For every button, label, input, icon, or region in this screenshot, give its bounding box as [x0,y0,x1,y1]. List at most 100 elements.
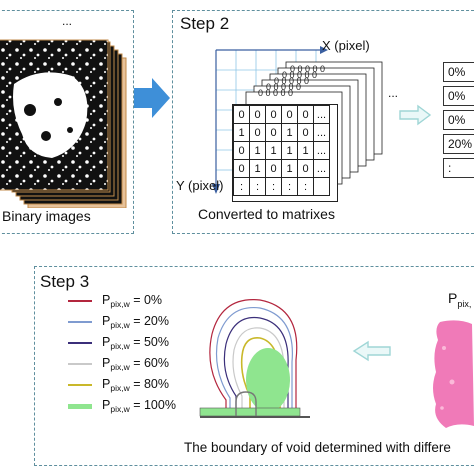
pink-probability-map [433,320,474,428]
matrix-cell: 0 [297,105,314,124]
matrix-row: ::::: [233,177,330,196]
matrix-cell: : [233,177,250,196]
legend-label-value: = 80% [129,377,169,391]
matrix-cell: : [281,177,298,196]
back-layer-digits: 0 0 0 0 0 0 0 0 0 0 0 0 0 0 0 0 0 0 0 0 … [258,64,325,98]
percent-cell: 0% [443,62,474,82]
matrix-cell: 0 [249,105,266,124]
matrix-cell: 1 [233,123,250,142]
matrix-cell: 0 [233,105,250,124]
legend-label-main: P [102,356,111,370]
base-strip [199,407,301,417]
legend-label-sub: pix,w [110,299,130,309]
right-p-main: P [448,290,458,306]
legend-label-value: = 20% [129,314,169,328]
image-stack-layers [0,39,127,208]
matrix-cell: 1 [249,141,266,160]
legend-label: Ppix,w = 0% [102,293,162,309]
contour-60 [232,327,285,416]
legend-label: Ppix,w = 80% [102,377,169,393]
legend-item: Ppix,w = 50% [68,334,169,352]
matrix-cell: 0 [265,123,282,142]
matrix-cell: ... [313,141,330,160]
matrix-cell: 0 [233,159,250,178]
binary-images-stack [0,39,127,208]
hook-outline [235,391,257,416]
matrix-cell: 0 [249,123,266,142]
outline-arrow-icon [399,104,432,126]
legend-label-value: = 0% [129,293,163,307]
contour-0 [209,299,298,416]
percent-cell: 20% [443,134,474,154]
legend-label-main: P [102,398,111,412]
legend-swatch [68,403,92,409]
matrix-cell: 0 [233,141,250,160]
step3-caption: The boundary of void determined with dif… [184,440,451,455]
percent-cell: 0% [443,110,474,130]
left-outline-arrow-icon [352,340,391,362]
svg-text:0 0 0 0 0: 0 0 0 0 0 [258,88,293,98]
matrix-cell [313,177,330,196]
legend-label-main: P [102,314,111,328]
right-arrow-icon [134,78,170,118]
percent-cell: : [443,158,474,178]
legend-label-value: = 60% [129,356,169,370]
legend-label: Ppix,w = 60% [102,356,169,372]
matrix-cell: : [297,177,314,196]
matrix-cell: 0 [265,105,282,124]
x-axis-label: X (pixel) [322,38,370,53]
legend-label-main: P [102,293,111,307]
legend-label-main: P [102,377,111,391]
legend-item: Ppix,w = 100% [68,397,176,415]
svg-text:0 0 0 0 0: 0 0 0 0 0 [274,76,309,86]
matrix-cell: 1 [297,141,314,160]
matrix-cell: 1 [265,141,282,160]
legend-label-value: = 100% [129,398,176,412]
legend-item: Ppix,w = 0% [68,292,162,310]
legend-item: Ppix,w = 60% [68,355,169,373]
legend-swatch [68,384,92,386]
y-axis-label: Y (pixel) [176,178,224,193]
matrix-cell: ... [313,159,330,178]
legend-swatch [68,363,92,365]
matrix-cell: 1 [281,141,298,160]
step3-title: Step 3 [40,272,90,291]
contour-50 [223,316,289,416]
legend-item: Ppix,w = 80% [68,376,169,394]
legend-label-sub: pix,w [110,320,130,330]
right-p-sub: pix, [457,298,472,309]
legend-swatch [68,342,92,344]
step2-caption: Converted to matrixes [198,206,335,222]
legend-item: Ppix,w = 20% [68,313,169,331]
legend-label-main: P [102,335,111,349]
legend-label-sub: pix,w [110,341,130,351]
step1-caption: Binary images [2,208,91,224]
legend-label-sub: pix,w [110,383,130,393]
legend-label-sub: pix,w [110,404,130,414]
matrix-cell: 0 [281,105,298,124]
legend-label: Ppix,w = 20% [102,314,169,330]
matrix-cell: 0 [265,159,282,178]
contour-20 [215,306,293,416]
matrix-cell: 0 [297,123,314,142]
step1-dots: ... [62,14,73,28]
legend-label-sub: pix,w [110,362,130,372]
matrix-cell: ... [313,123,330,142]
svg-text:0 0 0 0 0: 0 0 0 0 0 [282,70,317,80]
percent-cell: 0% [443,86,474,106]
step2-title: Step 2 [180,14,230,33]
matrix-cell: 1 [281,159,298,178]
matrix-cell: 1 [249,159,266,178]
void-boundary-diagram [199,299,310,418]
void-region-100 [246,348,290,412]
matrix-cell: : [249,177,266,196]
right-p-label: Ppix, [448,290,471,309]
legend-label-value: = 50% [129,335,169,349]
matrix-cell: : [265,177,282,196]
legend-label: Ppix,w = 50% [102,335,169,351]
